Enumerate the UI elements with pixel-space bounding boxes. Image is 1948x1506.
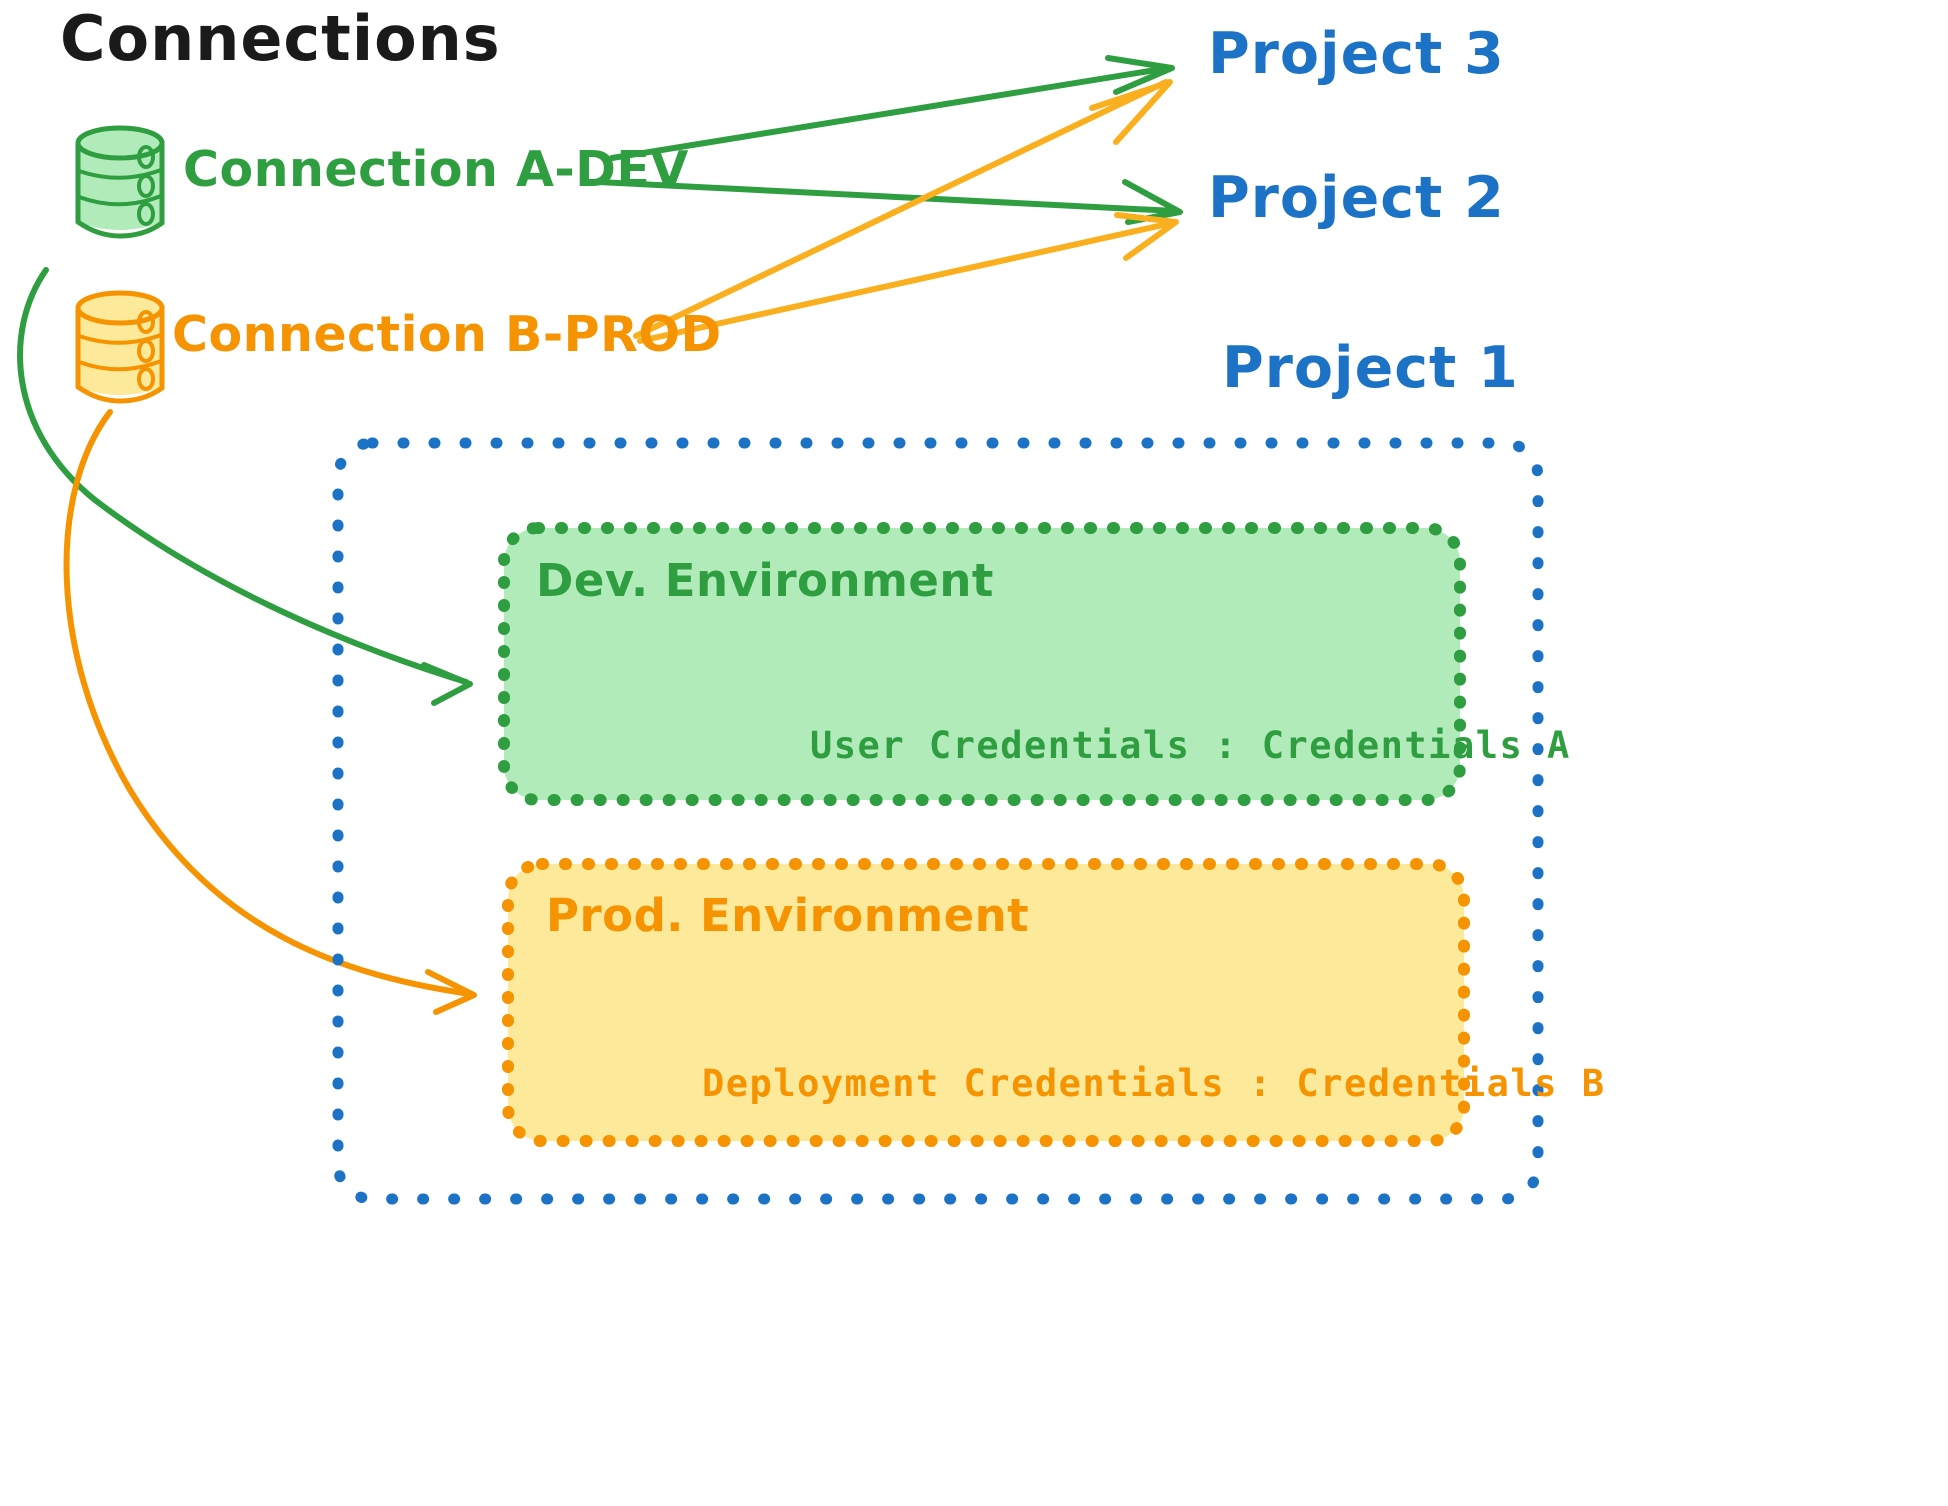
project-1-label[interactable]: Project 1 (1222, 335, 1519, 401)
connection-b-label[interactable]: Connection B-PROD (172, 306, 722, 363)
edge-conn-a-to-project-3 (609, 55, 1175, 161)
project-2-label[interactable]: Project 2 (1208, 165, 1505, 231)
page-title: Connections (60, 2, 501, 75)
connection-a-label[interactable]: Connection A-DEV (183, 141, 689, 198)
database-icon-connection-b[interactable] (75, 290, 165, 404)
edge-conn-a-to-dev-environment (17, 267, 473, 706)
edge-conn-b-to-project-2 (637, 212, 1179, 344)
dev-environment-credentials: User Credentials : Credentials A (810, 724, 1571, 767)
project-3-label[interactable]: Project 3 (1208, 21, 1505, 87)
edge-conn-b-to-project-3 (633, 79, 1173, 339)
prod-environment-credentials: Deployment Credentials : Credentials B (702, 1062, 1606, 1105)
prod-environment-box[interactable] (502, 858, 1470, 1147)
dev-environment-box[interactable] (498, 522, 1466, 806)
prod-environment-title: Prod. Environment (546, 889, 1030, 942)
edge-conn-b-to-prod-environment (63, 409, 477, 1015)
dev-environment-title: Dev. Environment (536, 554, 994, 607)
database-icon-connection-a[interactable] (75, 125, 165, 239)
